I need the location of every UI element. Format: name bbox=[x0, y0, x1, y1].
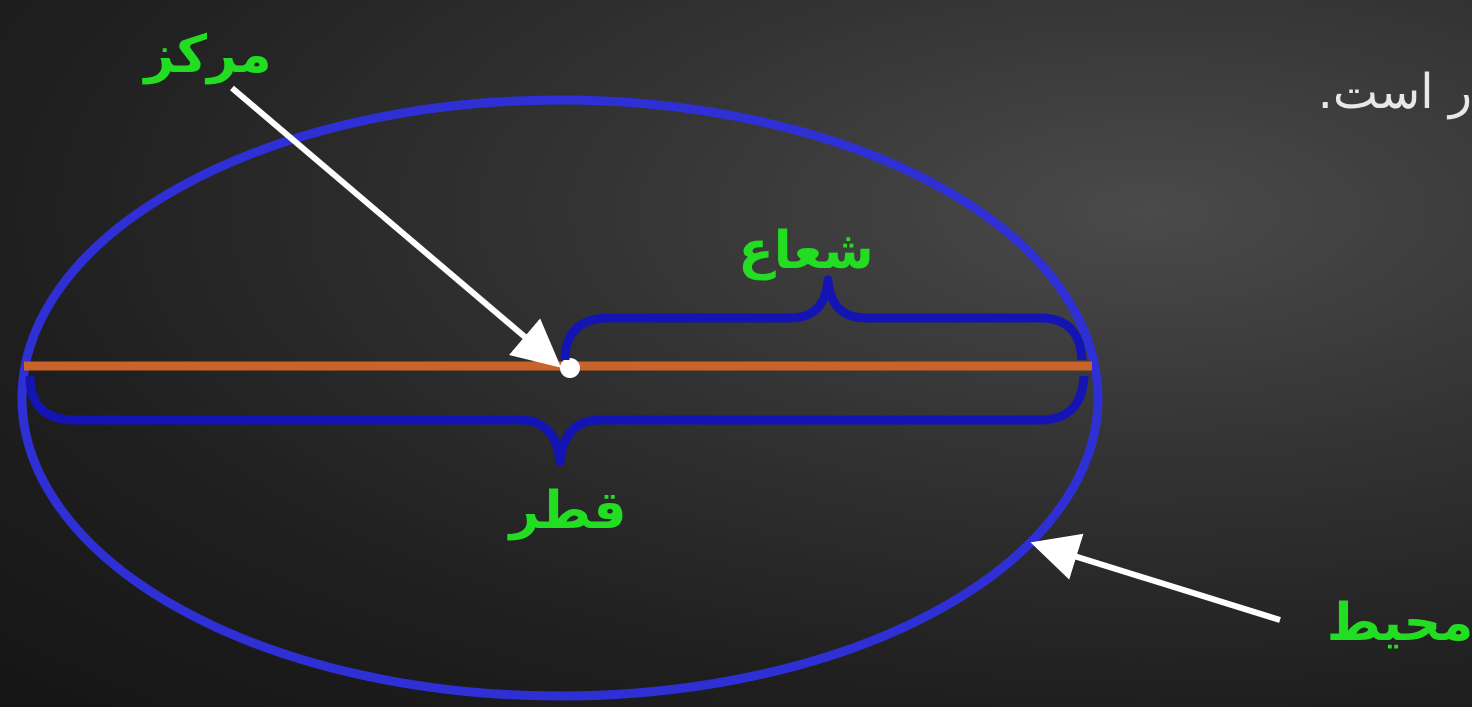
circumference-label: محیط bbox=[1327, 593, 1472, 653]
caption-fragment: ر است. bbox=[1318, 64, 1472, 120]
radius-label: شعاع bbox=[738, 221, 874, 281]
circle-outline bbox=[17, 95, 1103, 701]
circumference-arrow bbox=[1030, 533, 1281, 623]
radius-brace bbox=[560, 275, 1087, 361]
diameter-brace bbox=[25, 375, 1089, 467]
diameter-label: قطر bbox=[506, 481, 626, 541]
center-arrow bbox=[230, 85, 562, 368]
center-point bbox=[560, 358, 580, 378]
center-label: مرکز bbox=[141, 25, 271, 85]
